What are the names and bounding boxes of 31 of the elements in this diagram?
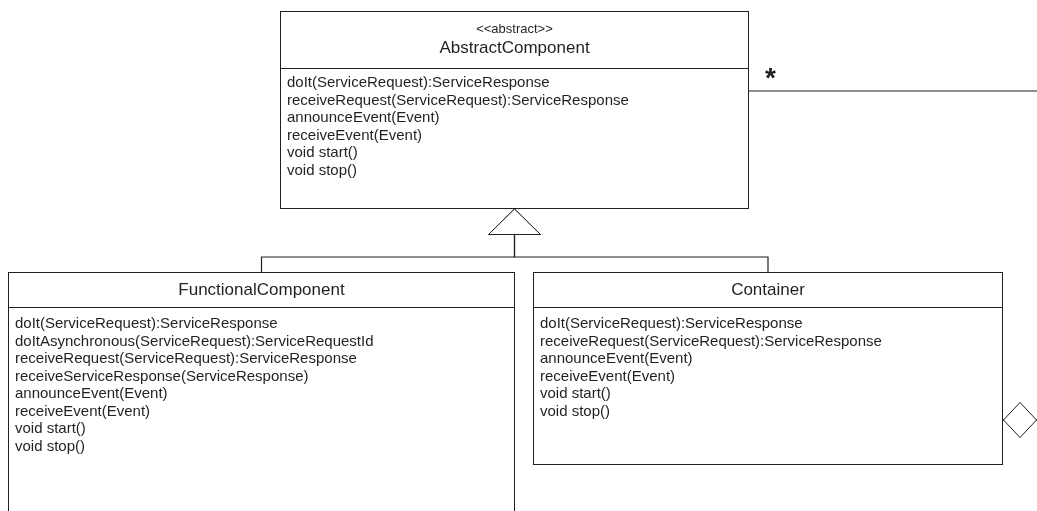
method-text: receiveEvent(Event) <box>15 401 151 419</box>
stereotype-label: <<abstract>> <box>476 21 553 37</box>
method-text: receiveEvent(Event) <box>287 125 423 143</box>
multiplicity-label: * <box>765 64 776 92</box>
method-text: void start() <box>540 384 611 402</box>
class-name: AbstractComponent <box>439 37 590 59</box>
method-text: receiveEvent(Event) <box>540 366 676 384</box>
method-text: doIt(ServiceRequest):ServiceResponse <box>15 314 278 332</box>
method-text: void start() <box>287 143 358 161</box>
method-text: receiveRequest(ServiceRequest):ServiceResponse <box>540 331 882 349</box>
method-text: receiveRequest(ServiceRequest):ServiceResponse <box>15 349 357 367</box>
class-box <box>280 11 749 209</box>
aggregation-line <box>1002 402 1037 438</box>
method-text: void stop() <box>540 401 611 419</box>
method-text: doIt(ServiceRequest):ServiceResponse <box>540 314 803 332</box>
class-box <box>8 272 515 511</box>
method-text: doItAsynchronous(ServiceRequest):ServiceRequestId <box>15 331 374 349</box>
method-text: void stop() <box>15 436 86 454</box>
class-name: Container <box>731 279 805 301</box>
method-text: announceEvent(Event) <box>287 108 440 126</box>
method-text: receiveRequest(ServiceRequest):ServiceResponse <box>287 90 629 108</box>
method-text: announceEvent(Event) <box>540 349 693 367</box>
method-text: void stop() <box>287 160 358 178</box>
class-name: FunctionalComponent <box>178 279 345 301</box>
method-text: announceEvent(Event) <box>15 384 168 402</box>
method-text: receiveServiceResponse(ServiceResponse) <box>15 366 309 384</box>
class-box <box>533 272 1003 465</box>
method-text: doIt(ServiceRequest):ServiceResponse <box>287 73 550 91</box>
method-text: void start() <box>15 419 86 437</box>
generalization-arrow <box>488 208 769 273</box>
association-line <box>748 90 1037 92</box>
